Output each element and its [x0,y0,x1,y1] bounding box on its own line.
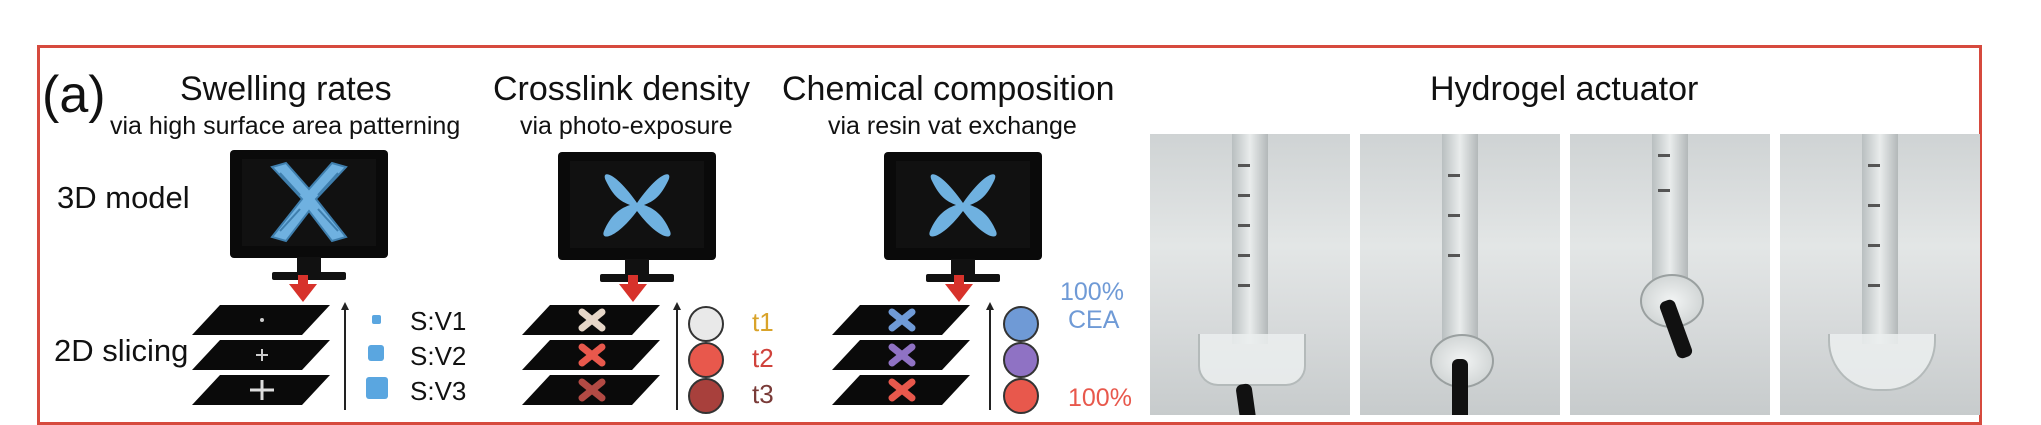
panel-label: (a) [42,66,106,124]
sv-label-2: S:V2 [410,341,467,371]
swelling-subtitle: via high surface area patterning [110,112,461,140]
slice-stack-crosslink [522,305,660,405]
chemical-subtitle: via resin vat exchange [828,112,1077,140]
exposure-circle-2 [688,342,724,378]
cea-circle [1003,306,1039,342]
time-label-2: t2 [752,343,774,373]
z-axis-arrow [341,302,349,410]
exposure-circle-1 [688,306,724,342]
exposure-circle-3 [688,378,724,414]
composition-top-percent: 100% [1060,278,1124,306]
down-arrow-stem [954,275,964,285]
time-label-1: t1 [752,307,774,337]
cube-icons [366,315,388,403]
actuator-photo-3 [1570,134,1770,415]
time-label-3: t3 [752,379,774,409]
composition-top-name: CEA [1068,306,1120,334]
chemical-title: Chemical composition [782,70,1115,108]
down-arrow-icon [945,284,973,302]
composition-bottom-percent: 100% [1068,384,1132,412]
row-label-2d-slicing: 2D slicing [54,333,189,368]
down-arrow-stem [298,275,308,285]
crosslink-subtitle: via photo-exposure [520,112,733,140]
x-shape-icon [603,174,671,237]
down-arrow-stem [628,275,638,285]
sv-label-1: S:V1 [410,306,467,336]
down-arrow-icon [289,284,317,302]
crosslink-title: Crosslink density [493,70,750,108]
slice-stack-chemical [832,305,970,405]
z-axis-arrow [673,302,681,410]
actuator-photo-2 [1360,134,1560,415]
z-axis-arrow [986,302,994,410]
sv-label-3: S:V3 [410,376,467,406]
bottom-circle [1003,378,1039,414]
slice-stack-swelling [192,305,330,405]
actuator-photo-4 [1780,134,1980,415]
actuator-title: Hydrogel actuator [1430,70,1699,108]
swelling-title: Swelling rates [180,70,392,108]
row-label-3d-model: 3D model [57,180,190,215]
actuator-photo-1 [1150,134,1350,415]
x-shape-icon [929,174,997,237]
down-arrow-icon [619,284,647,302]
mix-circle [1003,342,1039,378]
x-shape-patterned-icon [270,161,348,243]
